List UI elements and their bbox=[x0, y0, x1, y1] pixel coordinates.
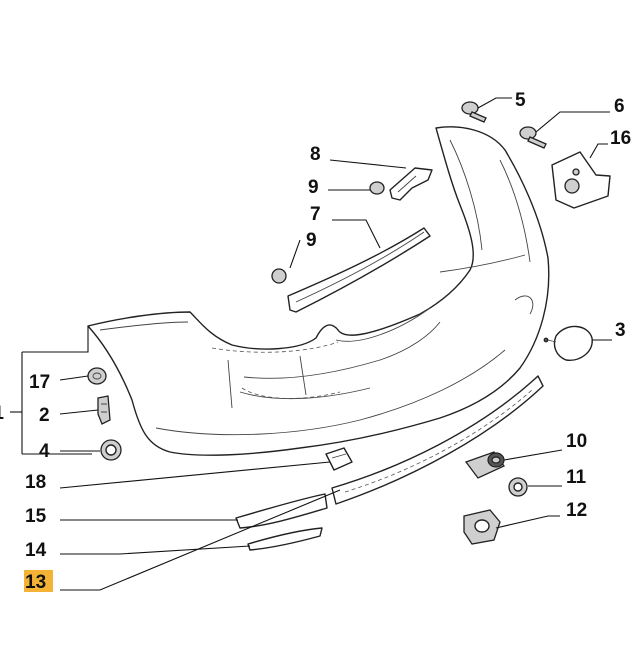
callout-2: 2 bbox=[39, 405, 50, 426]
callout-4: 4 bbox=[39, 441, 50, 462]
mount-bracket bbox=[389, 167, 433, 201]
beam-bracket bbox=[287, 227, 431, 313]
highlight-13 bbox=[24, 570, 53, 592]
reflector-14 bbox=[247, 527, 323, 551]
bracket-18 bbox=[325, 447, 353, 471]
clip-nut-upper bbox=[369, 181, 385, 195]
callout-7: 7 bbox=[310, 204, 321, 225]
callout-labels: 1 17 2 4 5 6 16 8 9 7 9 3 10 11 12 18 15… bbox=[0, 90, 631, 593]
callout-3: 3 bbox=[615, 320, 626, 341]
callout-11: 11 bbox=[566, 467, 587, 488]
callout-5: 5 bbox=[515, 90, 526, 111]
lower-diffuser-strip bbox=[331, 375, 544, 505]
callout-13: 13 bbox=[25, 572, 46, 593]
callout-18: 18 bbox=[25, 472, 46, 493]
callout-17: 17 bbox=[29, 372, 50, 393]
bumper-cover bbox=[87, 126, 550, 456]
callout-12: 12 bbox=[566, 500, 587, 521]
tow-cap bbox=[543, 325, 593, 361]
callout-8: 8 bbox=[310, 144, 321, 165]
callout-1: 1 bbox=[0, 403, 4, 424]
callout-14: 14 bbox=[25, 540, 47, 561]
sensor-ring bbox=[508, 477, 528, 497]
parking-sensor bbox=[464, 451, 505, 479]
clip-nut-lower bbox=[271, 268, 287, 284]
ring-4 bbox=[100, 439, 122, 461]
reflector-15 bbox=[235, 493, 328, 529]
sensor-holder bbox=[463, 509, 501, 545]
side-bracket bbox=[551, 151, 611, 209]
callout-9b: 9 bbox=[306, 230, 317, 251]
clip-bracket-2 bbox=[97, 395, 111, 425]
callout-16: 16 bbox=[610, 128, 631, 149]
grommet-17 bbox=[87, 367, 107, 385]
leader-lines bbox=[10, 97, 612, 591]
screw-6 bbox=[519, 126, 547, 149]
callout-10: 10 bbox=[566, 431, 587, 452]
callout-15: 15 bbox=[25, 506, 47, 527]
callout-6: 6 bbox=[614, 96, 625, 117]
callout-9a: 9 bbox=[308, 177, 319, 198]
